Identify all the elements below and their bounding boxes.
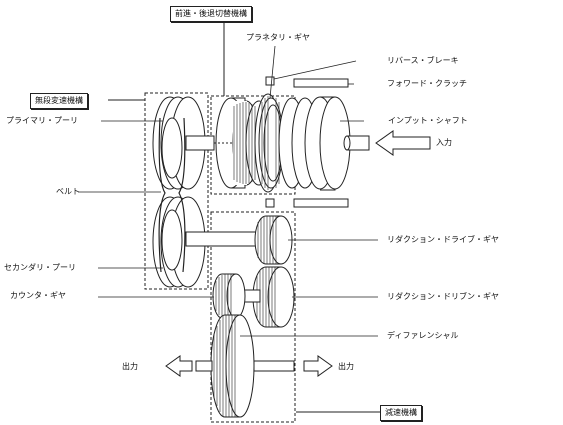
reduction-dashed-box xyxy=(210,211,296,423)
leader-lines xyxy=(78,45,378,337)
differential-ring-gear xyxy=(210,314,255,418)
cvt-section-label: 無段変速機構 xyxy=(30,93,88,109)
forward-clutch-plate-lower xyxy=(293,198,349,208)
secondary-shaft xyxy=(185,231,267,247)
reduction-drive-gear-label: リダクション・ドライブ・ギヤ xyxy=(387,235,499,244)
forward-reverse-section-label: 前進・後退切替機構 xyxy=(170,6,252,22)
input-arrow xyxy=(375,130,431,156)
forward-clutch-plate xyxy=(293,78,349,88)
output-right-label: 出力 xyxy=(338,362,354,371)
cvt-dashed-box xyxy=(144,92,209,290)
output-shaft-left xyxy=(195,360,213,372)
forward-clutch-label: フォワード・クラッチ xyxy=(387,79,467,88)
differential-label: ディファレンシャル xyxy=(387,331,459,340)
counter-gear-label: カウンタ・ギヤ xyxy=(10,291,66,300)
reduction-drive-gear xyxy=(254,215,293,265)
output-left-label: 出力 xyxy=(122,362,138,371)
planetary-gear-teeth xyxy=(261,96,280,190)
inner-drum-splines xyxy=(233,102,256,184)
counter-gear xyxy=(212,273,246,319)
cvt-belt xyxy=(158,117,166,273)
forward-reverse-mechanism xyxy=(215,93,351,193)
output-arrow-left xyxy=(165,355,193,377)
reverse-brake-label: リバース・ブレーキ xyxy=(387,56,459,65)
input-shaft-label: インプット・シャフト xyxy=(388,116,468,125)
primary-shaft xyxy=(185,135,215,151)
reverse-brake-block-lower xyxy=(265,198,275,208)
reverse-brake-block xyxy=(265,76,275,86)
primary-pulley-label: プライマリ・プーリ xyxy=(6,116,78,125)
input-label: 入力 xyxy=(436,138,452,147)
belt-label: ベルト xyxy=(56,187,80,196)
reduction-section-label: 減速機構 xyxy=(380,405,422,421)
planetary-gear-label: プラネタリ・ギヤ xyxy=(246,33,310,42)
secondary-pulley-label: セカンダリ・プーリ xyxy=(4,263,76,272)
reduction-driven-gear-label: リダクション・ドリブン・ギヤ xyxy=(387,292,499,301)
output-arrow-right xyxy=(303,355,333,377)
output-shaft-right xyxy=(253,360,295,372)
